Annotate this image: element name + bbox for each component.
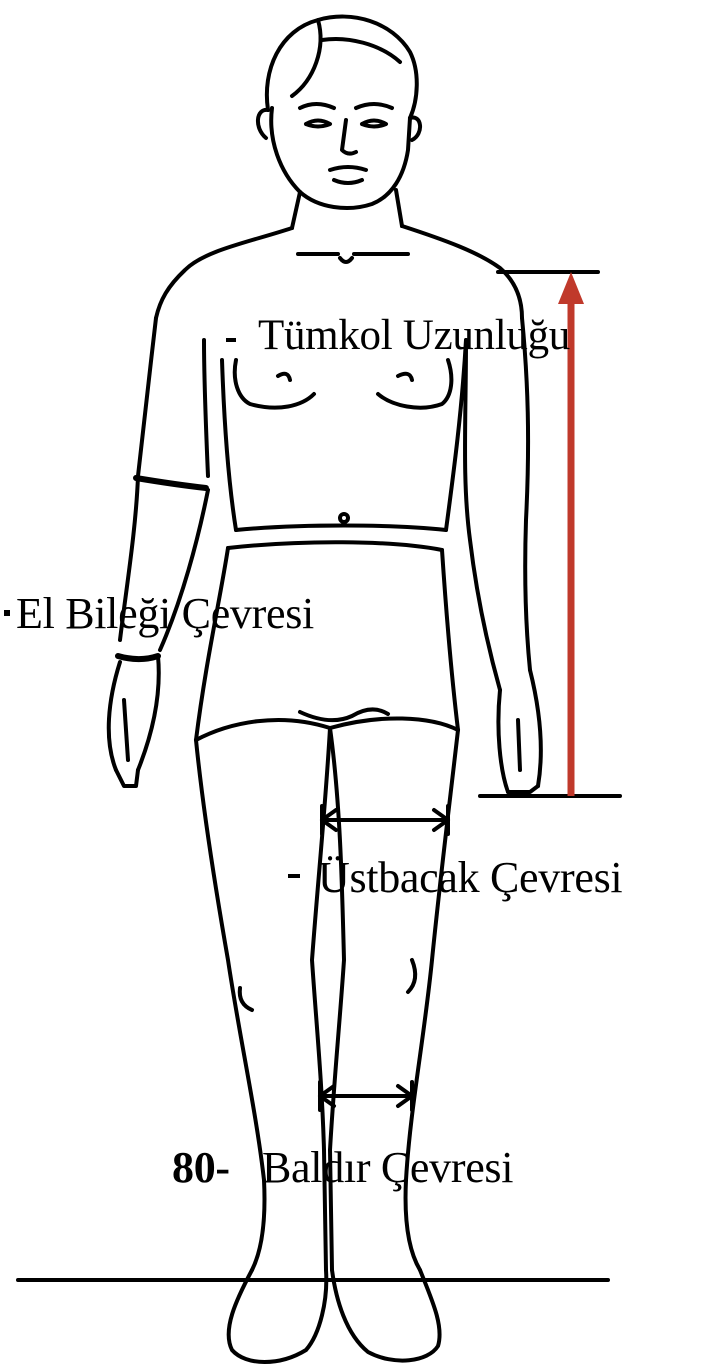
right-leg xyxy=(330,728,458,1361)
thigh-leader xyxy=(288,874,300,878)
thigh-circumference-label: Üstbacak Çevresi xyxy=(318,856,622,900)
head xyxy=(258,17,420,208)
arm-length-leader xyxy=(226,338,236,342)
wrist-leader xyxy=(4,610,10,616)
left-arm xyxy=(109,318,208,786)
wrist-circumference-label: El Bileği Çevresi xyxy=(16,592,314,636)
calf-dimension xyxy=(320,1082,412,1110)
calf-circumference-label: Baldır Çevresi xyxy=(262,1146,513,1190)
arm-length-label: Tümkol Uzunluğu xyxy=(258,314,570,357)
torso xyxy=(222,340,466,530)
calf-number-label: 80- xyxy=(172,1146,230,1190)
left-leg xyxy=(196,728,330,1362)
right-arm xyxy=(465,318,541,792)
